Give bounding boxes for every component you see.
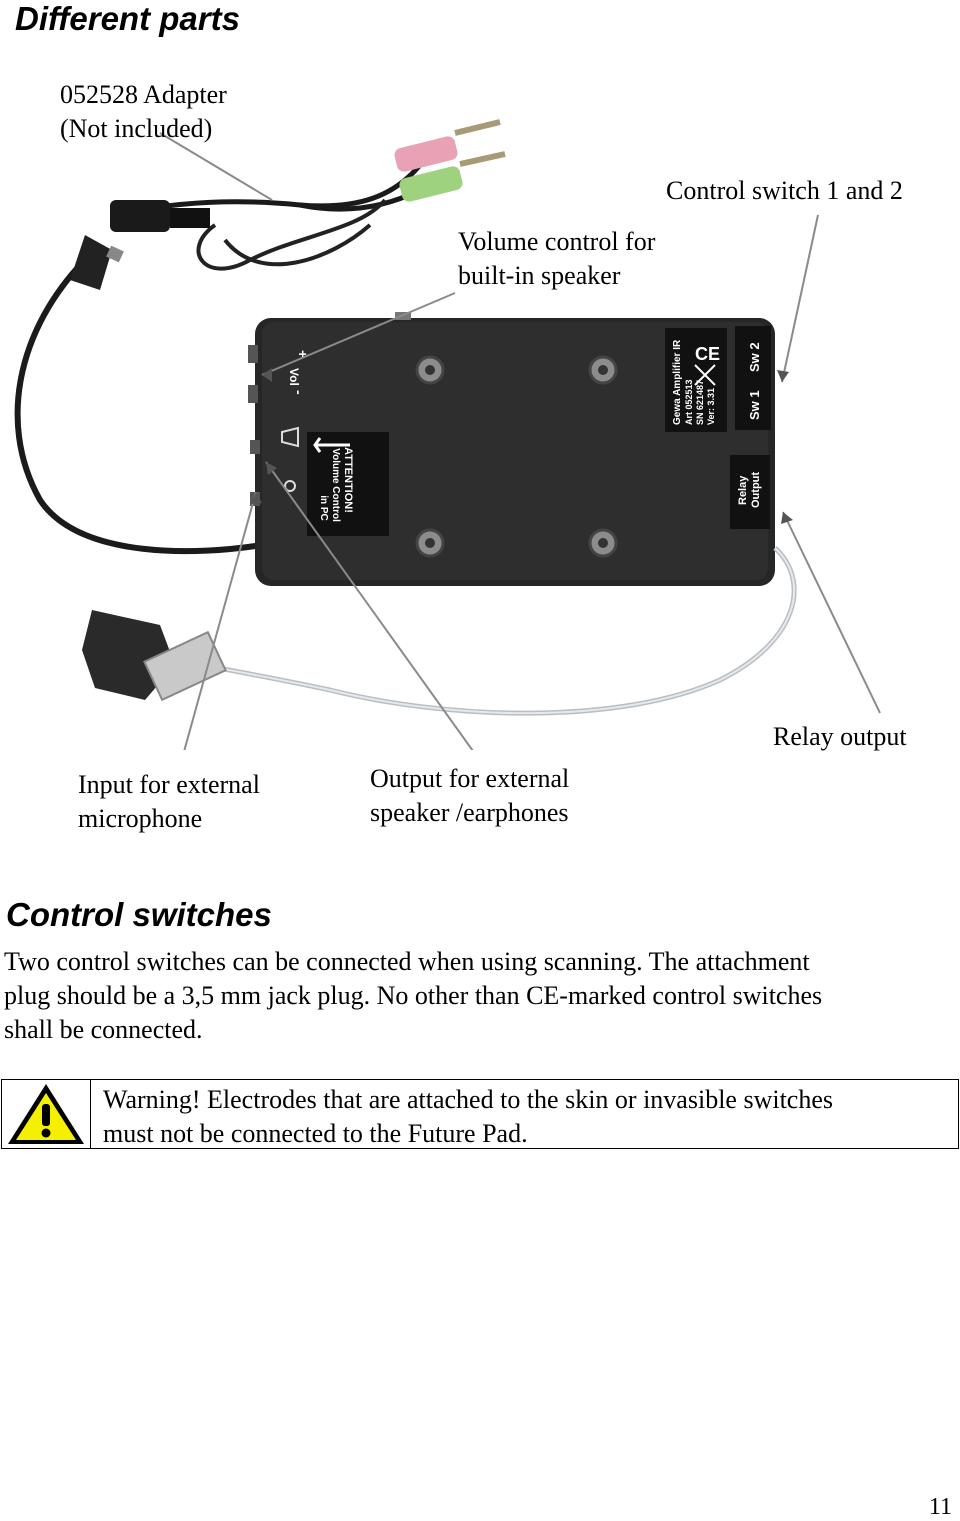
model-line-3: SN 621487 xyxy=(695,380,705,425)
model-line-4: Ver: 3.31 xyxy=(706,388,716,425)
model-line-1: Gewa Amplifier IR xyxy=(672,339,683,425)
adapter-caption: 052528 Adapter (Not included) xyxy=(60,80,227,143)
vol-label: Vol xyxy=(287,368,301,386)
control-switches-paragraph: Two control switches can be connected wh… xyxy=(4,947,823,1044)
volume-control-caption: Volume control for built-in speaker xyxy=(458,227,656,290)
control-switch-caption: Control switch 1 and 2 xyxy=(666,176,903,205)
mic-cable xyxy=(14,247,263,555)
angled-jack xyxy=(70,235,124,290)
section-title-different-parts: Different parts xyxy=(15,0,240,37)
sw2-label: Sw 2 xyxy=(747,342,762,372)
warning-triangle-icon xyxy=(8,1084,84,1144)
page-number: 11 xyxy=(928,1494,952,1520)
warning-box: Warning! Electrodes that are attached to… xyxy=(1,1079,959,1149)
sw1-label: Sw 1 xyxy=(747,390,762,420)
model-line-2: Art 052513 xyxy=(684,379,694,425)
adapter-cable xyxy=(110,119,506,271)
callout-lines xyxy=(159,132,881,750)
attention-line-3: in PC xyxy=(318,495,329,521)
relay-line-1: Relay xyxy=(737,475,749,505)
section-title-control-switches: Control switches xyxy=(6,896,272,933)
svg-text:CE: CE xyxy=(695,344,720,364)
attention-line-2: Volume Control xyxy=(330,448,341,522)
vol-minus-label: - xyxy=(291,390,307,395)
attention-line-1: ATTENTION! xyxy=(342,447,354,513)
relay-line-2: Output xyxy=(750,472,762,508)
warning-text: Warning! Electrodes that are attached to… xyxy=(103,1085,833,1148)
warning-icon-cell xyxy=(2,1080,91,1148)
mic-input-caption: Input for external microphone xyxy=(78,770,260,833)
vol-plus-label: + xyxy=(295,350,311,358)
device-photo: + Vol - ATTENTION! Volume Control in PC … xyxy=(14,119,881,750)
speaker-output-caption: Output for external speaker /earphones xyxy=(370,764,570,827)
usb-cable xyxy=(82,546,797,716)
relay-output-caption: Relay output xyxy=(773,722,907,751)
amplifier-device: + Vol - ATTENTION! Volume Control in PC … xyxy=(248,312,775,586)
